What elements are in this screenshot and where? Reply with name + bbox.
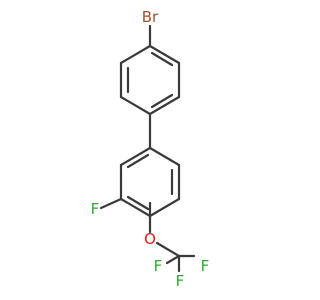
bond-ring1-6	[119, 44, 152, 65]
bond-ring1-3	[148, 95, 181, 116]
atom-f-ring: F	[91, 200, 100, 218]
atom-br: Br	[142, 8, 159, 26]
bond-ring2-double-c	[126, 153, 150, 169]
bond-ring2-6	[119, 146, 152, 167]
bond-ring2-double-b	[126, 195, 150, 211]
bond-ring1-1	[148, 44, 181, 65]
bonds	[99, 24, 196, 273]
bond-ring2-1	[148, 146, 181, 167]
bond-c-f-ring	[99, 197, 123, 210]
atom-labels: Br F O F F F	[91, 8, 210, 290]
atom-o: O	[144, 230, 156, 248]
bond-ring2-3	[148, 197, 181, 218]
bond-cf3-f-left	[165, 254, 181, 265]
bond-ring1-double-b	[150, 93, 174, 109]
molecule-structure-canvas: Br F O F F F	[91, 8, 210, 290]
bond-o-cf3	[155, 241, 181, 258]
bond-ring1-4	[119, 95, 152, 116]
atom-f-right: F	[201, 257, 210, 275]
atom-f-top: F	[176, 272, 185, 290]
bond-ring1-double-a	[150, 51, 174, 67]
atom-f-left: F	[154, 257, 163, 275]
molecule-structure-diagram: Br F O F F F	[91, 8, 210, 290]
bond-ring2-4	[119, 197, 152, 218]
